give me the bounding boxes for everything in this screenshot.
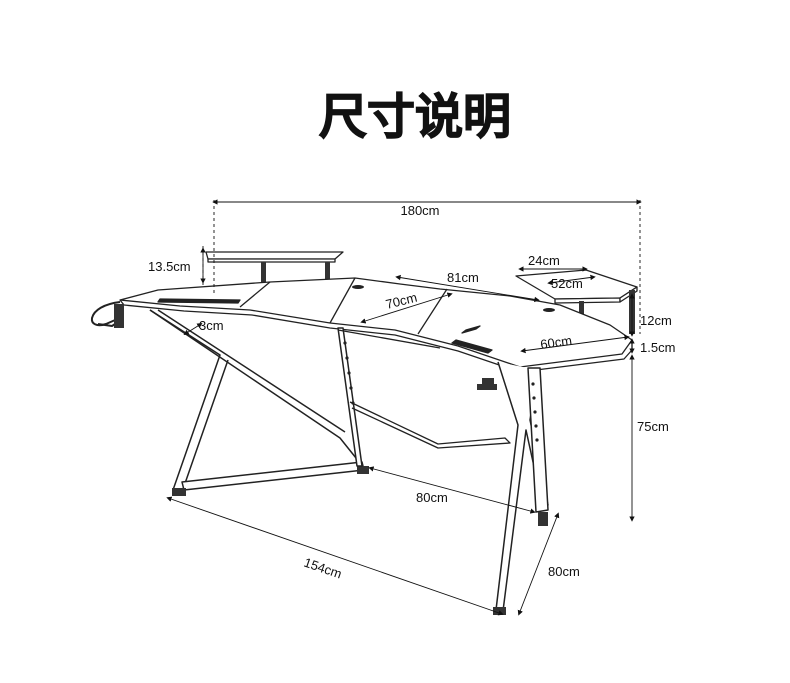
label-right-depth: 80cm: [548, 564, 580, 579]
dimension-lines: [166, 199, 642, 616]
label-right-shelf-height: 12cm: [640, 313, 672, 328]
dim-line-70: [360, 292, 453, 324]
label-total-width: 180cm: [400, 203, 439, 218]
label-monitor-shelf-height: 13.5cm: [148, 259, 191, 274]
label-desktop-center-depth: 70cm: [384, 290, 418, 312]
left-monitor-shelf: [205, 251, 344, 283]
label-desktop-back-length: 81cm: [447, 270, 479, 285]
label-left-length: 154cm: [302, 555, 344, 582]
desk-drawing: [90, 251, 638, 615]
dim-line-81: [395, 274, 540, 303]
right-leg-frame: [493, 361, 549, 615]
label-desktop-thickness: 1.5cm: [640, 340, 675, 355]
headphone-hook: [90, 301, 124, 328]
dim-line-3: [183, 323, 203, 335]
dim-line-154: [166, 496, 504, 616]
dim-line-52: [547, 274, 596, 286]
label-edge-width: 3cm: [199, 318, 224, 333]
back-panel: [337, 329, 511, 449]
label-right-wing-depth: 60cm: [539, 333, 573, 352]
label-desk-height: 75cm: [637, 419, 669, 434]
cup-holder: [477, 378, 497, 390]
label-inner-depth: 80cm: [416, 490, 448, 505]
page-title: 尺寸说明: [319, 89, 511, 145]
dim-line-60: [520, 334, 630, 354]
left-leg-frame: [149, 309, 369, 496]
label-right-shelf-depth: 52cm: [551, 276, 583, 291]
dim-line-80-right: [517, 512, 560, 616]
label-right-shelf-top: 24cm: [528, 253, 560, 268]
dim-line-80-inner: [368, 466, 536, 514]
